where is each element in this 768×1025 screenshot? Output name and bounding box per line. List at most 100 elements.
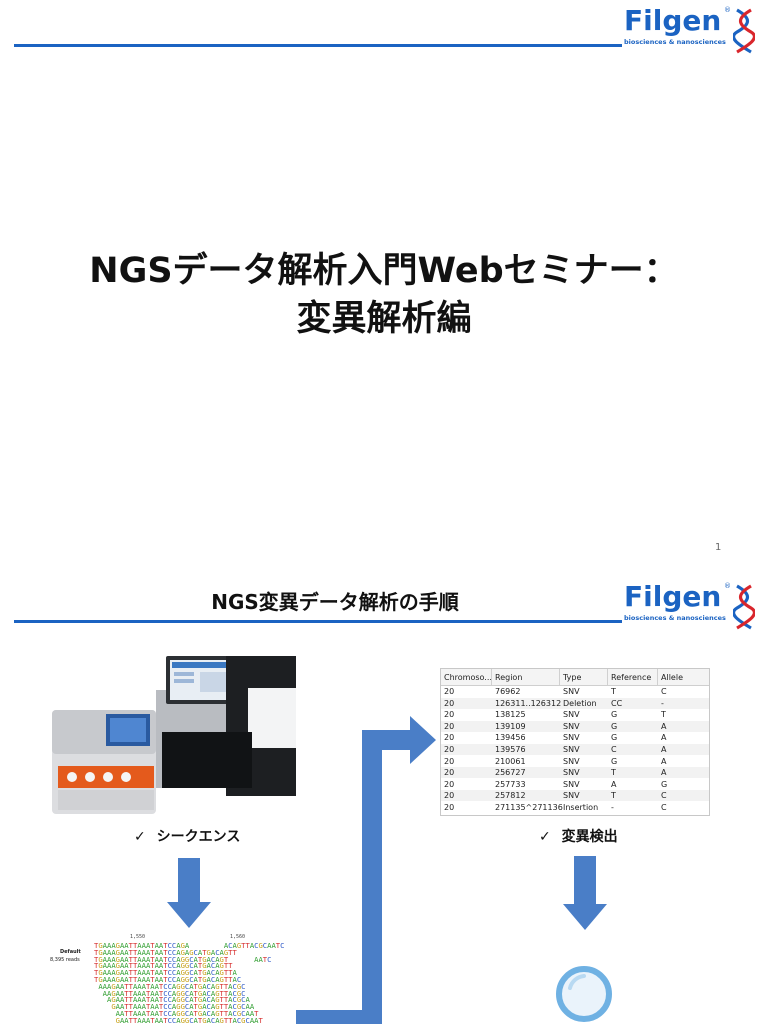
- header-rule-top: [14, 44, 622, 47]
- table-cell: 256727: [495, 768, 526, 778]
- table-cell: A: [661, 721, 667, 731]
- column-separator: [559, 669, 560, 685]
- slide1-title-line1: NGSデータ解析入門Webセミナー：: [89, 251, 679, 291]
- logo-wordmark: Filgen: [624, 580, 722, 613]
- read-sequence-line: AGAATTAAATAATCCAGGCATGACAGTTACGCA: [106, 995, 250, 1005]
- read-sequence-line: TGAAAGAATTAAATAATCCAGGCATGACAGT AATC: [94, 954, 272, 964]
- table-cell: G: [611, 756, 618, 766]
- table-cell: 76962: [495, 687, 521, 696]
- table-cell: 257733: [495, 779, 526, 789]
- column-header: Region: [495, 673, 523, 682]
- table-cell: SNV: [563, 687, 580, 696]
- table-cell: 257812: [495, 791, 526, 801]
- table-cell: -: [611, 803, 614, 812]
- logo-tagline: biosciences & nanosciences: [624, 614, 726, 622]
- read-sequence-line: GAATTAAATAATCCAGGCATGACAGTTACGCAA: [111, 1002, 255, 1012]
- table-cell: C: [661, 803, 667, 812]
- table-cell: 20: [444, 791, 455, 801]
- table-cell: 20: [444, 721, 455, 731]
- table-cell: 20: [444, 768, 455, 778]
- table-cell: SNV: [563, 756, 580, 766]
- table-cell: SNV: [563, 733, 580, 743]
- column-header: Allele: [661, 673, 683, 682]
- table-cell: 139456: [495, 733, 526, 743]
- table-cell: SNV: [563, 721, 580, 731]
- flow-arrows: [167, 716, 607, 1024]
- check-icon: ✓: [134, 829, 146, 845]
- table-cell: C: [661, 791, 667, 801]
- table-cell: SNV: [563, 779, 580, 789]
- read-sequence-line: AATTAAATAATCCAGGCATGACAGTTACGCAAT: [115, 1009, 259, 1018]
- ruler-left-label: 1,550: [130, 934, 146, 940]
- logo-wordmark: Filgen: [624, 4, 722, 37]
- logo-tagline: biosciences & nanosciences: [624, 38, 726, 46]
- read-sequence-line: TGAAAGAATTAAATAATCCAGAGCATGACAGTT: [94, 947, 237, 957]
- step-sequencing-caption: ✓ シークエンス: [134, 826, 240, 846]
- check-icon: ✓: [539, 829, 551, 845]
- arrow-connector-icon: [296, 716, 436, 1024]
- table-row: 20 76962 SNV T C: [441, 686, 709, 697]
- table-cell: 138125: [495, 710, 526, 720]
- read-sequence-line: GAATTAAATAATCCAGGCATGACAGTTACGCAAT: [115, 1015, 263, 1025]
- table-cell: C: [661, 687, 667, 696]
- table-cell: 20: [444, 803, 455, 812]
- page-number: 1: [715, 542, 722, 553]
- table-cell: G: [611, 710, 618, 720]
- table-cell: A: [661, 733, 667, 743]
- table-cell: 139109: [495, 721, 526, 731]
- table-header: Chromoso... Region Type Reference Allele: [441, 669, 709, 686]
- table-cell: SNV: [563, 710, 580, 720]
- column-separator: [607, 669, 608, 685]
- ruler-right-label: 1,560: [230, 934, 246, 940]
- table-row: 20 257733 SNV A G: [441, 779, 709, 790]
- header-rule-bottom: [14, 620, 622, 623]
- table-cell: 20: [444, 779, 455, 789]
- dna-helix-icon: [733, 584, 755, 630]
- variant-table: Chromoso... Region Type Reference Allele…: [440, 668, 710, 816]
- step-variant-caption: ✓ 変異検出: [539, 826, 618, 846]
- filgen-logo-top: Filgen ® biosciences & nanosciences: [624, 4, 764, 58]
- table-cell: SNV: [563, 768, 580, 778]
- table-cell: A: [611, 779, 617, 789]
- column-separator: [491, 669, 492, 685]
- logo-registered-mark: ®: [724, 582, 731, 590]
- filgen-logo-bottom: Filgen ® biosciences & nanosciences: [624, 580, 764, 634]
- table-cell: C: [611, 745, 617, 754]
- track-label-default: Default: [60, 949, 81, 955]
- table-cell: T: [611, 687, 616, 696]
- logo-registered-mark: ®: [724, 6, 731, 14]
- table-cell: SNV: [563, 745, 580, 754]
- table-cell: 20: [444, 698, 455, 708]
- table-cell: A: [661, 745, 667, 754]
- table-cell: SNV: [563, 791, 580, 801]
- table-cell: -: [661, 698, 664, 708]
- read-alignment-view: 1,550 1,560 Default 8,395 reads TGAAAGAA…: [50, 932, 290, 1024]
- table-cell: 271135^271136: [495, 803, 563, 812]
- table-cell: T: [611, 768, 616, 778]
- step-variant-label: 変異検出: [561, 829, 618, 845]
- read-sequence-line: TGAAAGAATTAAATAATCCAGGCATGACAGTTA: [94, 968, 237, 978]
- sequencer-instruments-image: [52, 656, 296, 814]
- table-cell: A: [661, 756, 667, 766]
- table-cell: 20: [444, 733, 455, 743]
- table-cell: 20: [444, 756, 455, 766]
- table-row: 20 139456 SNV G A: [441, 732, 709, 743]
- arrow-down-right-icon: [563, 856, 607, 930]
- read-sequence-line: TGAAAGAATTAAATAATCCAGGCATGACAGTT: [94, 961, 233, 971]
- table-cell: 20: [444, 687, 455, 696]
- table-cell: G: [611, 733, 618, 743]
- table-cell: CC: [611, 698, 623, 708]
- table-cell: T: [661, 710, 666, 720]
- table-cell: 126311..126312: [495, 698, 562, 708]
- table-cell: 139576: [495, 745, 526, 754]
- arrow-down-left-icon: [167, 858, 211, 928]
- table-cell: G: [661, 779, 668, 789]
- slide2-title: NGS変異データ解析の手順: [211, 590, 459, 614]
